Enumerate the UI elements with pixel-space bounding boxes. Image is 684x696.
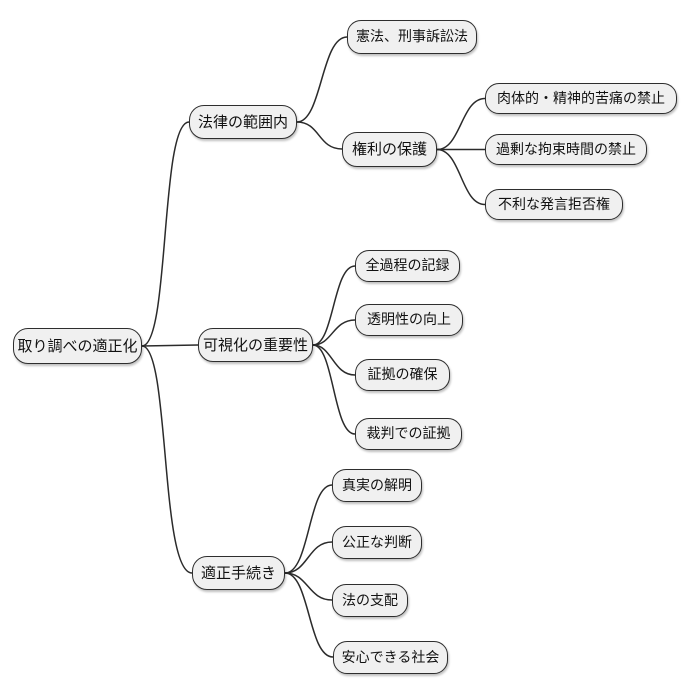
edge-law-to-constitution — [296, 36, 348, 123]
leaf-secure-evidence[interactable]: 証拠の確保 — [355, 359, 450, 391]
edge-recording-to-transparency — [312, 319, 356, 346]
edge-root-to-due-process — [141, 345, 193, 574]
edge-rights-to-refusal — [436, 148, 486, 206]
edge-root-to-recording — [141, 344, 199, 347]
branch-due-process[interactable]: 適正手続き — [192, 556, 285, 590]
root-node[interactable]: 取り調べの適正化 — [13, 328, 142, 364]
edge-rights-to-no-pain — [436, 97, 486, 151]
leaf-uncover-truth[interactable]: 真実の解明 — [332, 469, 422, 502]
leaf-fair-judgment[interactable]: 公正な判断 — [332, 526, 422, 559]
leaf-evidence-in-court[interactable]: 裁判での証拠 — [355, 418, 462, 450]
leaf-constitution-criminal-procedure[interactable]: 憲法、刑事訴訟法 — [347, 20, 477, 54]
leaf-no-excessive-detention[interactable]: 過剰な拘束時間の禁止 — [485, 134, 647, 165]
edge-recording-to-record — [312, 265, 356, 346]
edge-law-to-rights — [296, 121, 343, 150]
leaf-improve-transparency[interactable]: 透明性の向上 — [355, 304, 463, 336]
edge-process-to-society — [284, 572, 334, 658]
edge-process-to-truth — [284, 484, 333, 574]
edge-recording-to-court — [312, 344, 356, 435]
edge-process-to-rule-of-law — [284, 572, 333, 601]
branch-rights-protection[interactable]: 権利の保護 — [342, 132, 437, 167]
edge-recording-to-evidence — [312, 344, 356, 376]
leaf-right-to-refuse-statements[interactable]: 不利な発言拒否権 — [485, 189, 623, 220]
branch-within-law[interactable]: 法律の範囲内 — [189, 105, 297, 139]
leaf-no-physical-mental-pain[interactable]: 肉体的・精神的苦痛の禁止 — [485, 83, 677, 114]
edge-root-to-within-law — [141, 121, 190, 347]
leaf-secure-society[interactable]: 安心できる社会 — [333, 641, 448, 674]
branch-importance-of-recording[interactable]: 可視化の重要性 — [198, 328, 313, 362]
edge-process-to-fairness — [284, 541, 333, 574]
leaf-record-entire-process[interactable]: 全過程の記録 — [355, 250, 460, 282]
leaf-rule-of-law[interactable]: 法の支配 — [332, 584, 408, 617]
